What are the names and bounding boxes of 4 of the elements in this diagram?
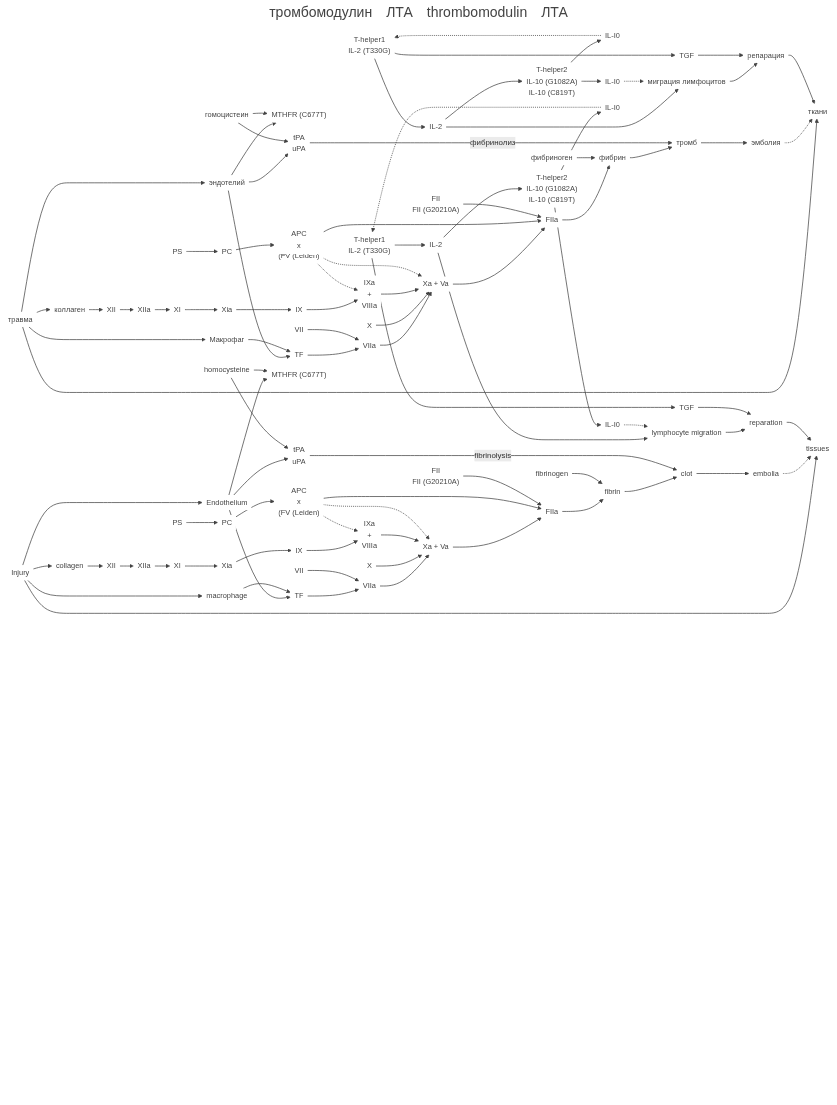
label-text: ЛТА xyxy=(386,4,413,20)
label-text: thrombomodulin xyxy=(426,4,528,20)
label-text: ЛТА xyxy=(541,4,568,20)
label-text: тромбомодулин xyxy=(269,4,373,20)
